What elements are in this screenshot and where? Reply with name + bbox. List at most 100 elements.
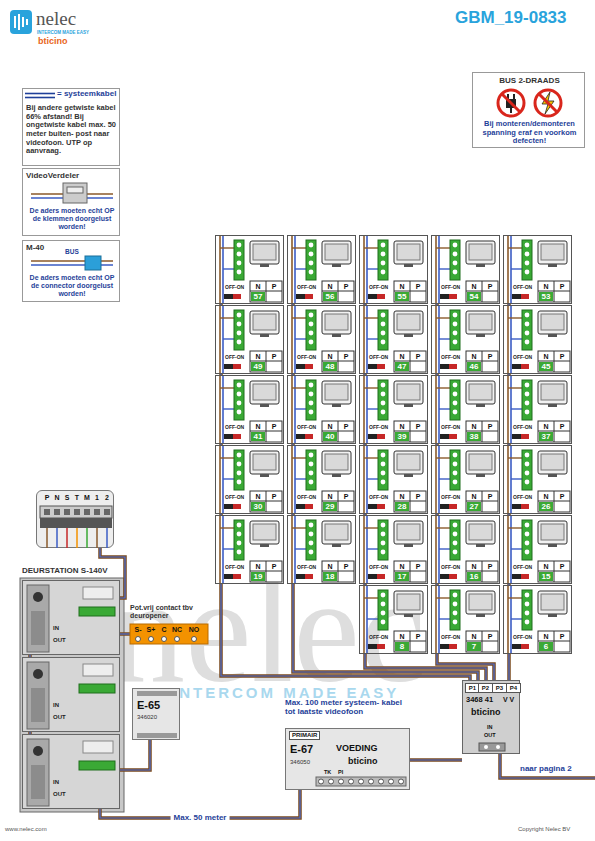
cable-outer: [435, 444, 439, 445]
legend-swatch: [25, 91, 55, 100]
info-box: M-40BUSDe aders moeten echt OP de connec…: [22, 240, 120, 302]
cable-outer: [219, 444, 223, 445]
door-opener-contact-text: Pot.vrij contact tbv deuropener: [130, 604, 208, 620]
watermark: INTERCOM MADE EASY: [172, 684, 399, 701]
cable-outer: [435, 584, 439, 585]
cable-inner: [508, 654, 509, 680]
videophone: OFF-ONNP39: [359, 375, 428, 444]
cable-inner: [292, 304, 293, 305]
videophone-text: 49: [251, 362, 265, 371]
videophone: OFF-ONNP47: [359, 305, 428, 374]
door-module: INOUT: [22, 580, 120, 655]
node-graphic: [432, 306, 501, 373]
logo-text: nelec: [36, 8, 76, 30]
cable-inner: [29, 655, 30, 657]
videophone-text: P: [338, 352, 354, 361]
videophone: OFF-ONNP48: [287, 305, 356, 374]
videophone-text: OFF-ON: [297, 285, 316, 291]
video-distributor-text: P3: [492, 683, 507, 693]
videophone: OFF-ONNP26: [503, 445, 572, 514]
videophone-text: OFF-ON: [441, 635, 460, 641]
bus-cable: [293, 304, 294, 305]
videophone: OFF-ONNP55: [359, 235, 428, 304]
node-graphic: [504, 586, 573, 653]
videophone-text: P: [266, 282, 282, 291]
bus-cable: [365, 654, 486, 680]
videophone: OFF-ONNP49: [215, 305, 284, 374]
videophone-text: N: [394, 492, 410, 501]
logo-bars: [15, 14, 27, 30]
node-graphic: [360, 446, 429, 513]
power-supply: PRIMAIRE-67VOEDINGbticino346050TKPI: [285, 728, 410, 790]
node-graphic: [216, 306, 285, 373]
videophone-text: N: [466, 422, 482, 431]
node-graphic: [288, 446, 357, 513]
cable-outer: [435, 304, 439, 305]
videophone-text: P: [482, 492, 498, 501]
node-graphic: [216, 376, 285, 443]
bus-cable: [437, 374, 438, 375]
videophone-text: N: [394, 632, 410, 641]
videophone-text: 54: [467, 292, 481, 301]
cable-outer: [435, 514, 439, 515]
cable-note: Max. 100 meter systeem- kabel tot laatst…: [285, 698, 403, 716]
videophone-text: OFF-ON: [441, 425, 460, 431]
videophone-text: OFF-ON: [441, 565, 460, 571]
cable-outer: [100, 790, 300, 818]
bus-cable: [437, 654, 494, 680]
videophone-text: OFF-ON: [441, 285, 460, 291]
videophone-text: OFF-ON: [513, 285, 532, 291]
node-graphic: [288, 376, 357, 443]
bus-cable: [509, 584, 510, 585]
node-graphic: [23, 169, 121, 237]
videophone-text: 38: [467, 432, 481, 441]
bus-cable: [293, 374, 294, 375]
video-distributor-text: P4: [506, 683, 521, 693]
cable-inner: [437, 654, 494, 680]
node-graphic: [23, 581, 121, 656]
videophone-text: P: [338, 422, 354, 431]
videophone-text: N: [250, 562, 266, 571]
videophone-text: OFF-ON: [297, 495, 316, 501]
bus-cable: [509, 654, 510, 680]
cable-inner: [292, 444, 293, 445]
cable-outer: [363, 514, 367, 515]
cable-inner: [292, 514, 293, 515]
cable-outer: [365, 654, 486, 680]
videophone: OFF-ONNP38: [431, 375, 500, 444]
videophone-text: N: [394, 282, 410, 291]
connector-detail-text: S: [63, 494, 71, 502]
bus-cable: [509, 304, 510, 305]
videophone-text: N: [466, 492, 482, 501]
cable-outer: [219, 304, 223, 305]
video-distributor-text: IN: [487, 724, 493, 730]
videophone-text: OFF-ON: [441, 495, 460, 501]
bus-cable: [509, 514, 510, 515]
cable-inner: [364, 304, 365, 305]
bus-cable: [410, 760, 462, 761]
door-station-housing: [20, 578, 124, 812]
videophone-text: P: [266, 352, 282, 361]
power-supply-text: 346050: [290, 759, 310, 766]
node-graphic: [23, 658, 121, 733]
cable-outer: [410, 758, 462, 762]
connector-detail-text: P: [43, 494, 51, 502]
bus-cable: [437, 514, 438, 515]
cable-outer: [291, 514, 295, 515]
cable-outer: [435, 374, 439, 375]
videophone-text: P: [410, 422, 426, 431]
cable-outer: [363, 304, 367, 305]
bus-cable: [30, 732, 31, 734]
videophone-text: P: [482, 352, 498, 361]
node-graphic: [37, 491, 115, 549]
videophone: OFF-ONNP28: [359, 445, 428, 514]
cable-outer: [221, 584, 470, 680]
videophone: OFF-ONNP56: [287, 235, 356, 304]
connector-detail-text: T: [73, 494, 81, 502]
videophone-text: 40: [323, 432, 337, 441]
door-opener-contact-text: NO: [187, 626, 201, 634]
node-graphic: [23, 241, 121, 303]
videophone-text: P: [482, 562, 498, 571]
power-supply-text: TK: [324, 769, 331, 775]
videophone-text: OFF-ON: [225, 425, 244, 431]
